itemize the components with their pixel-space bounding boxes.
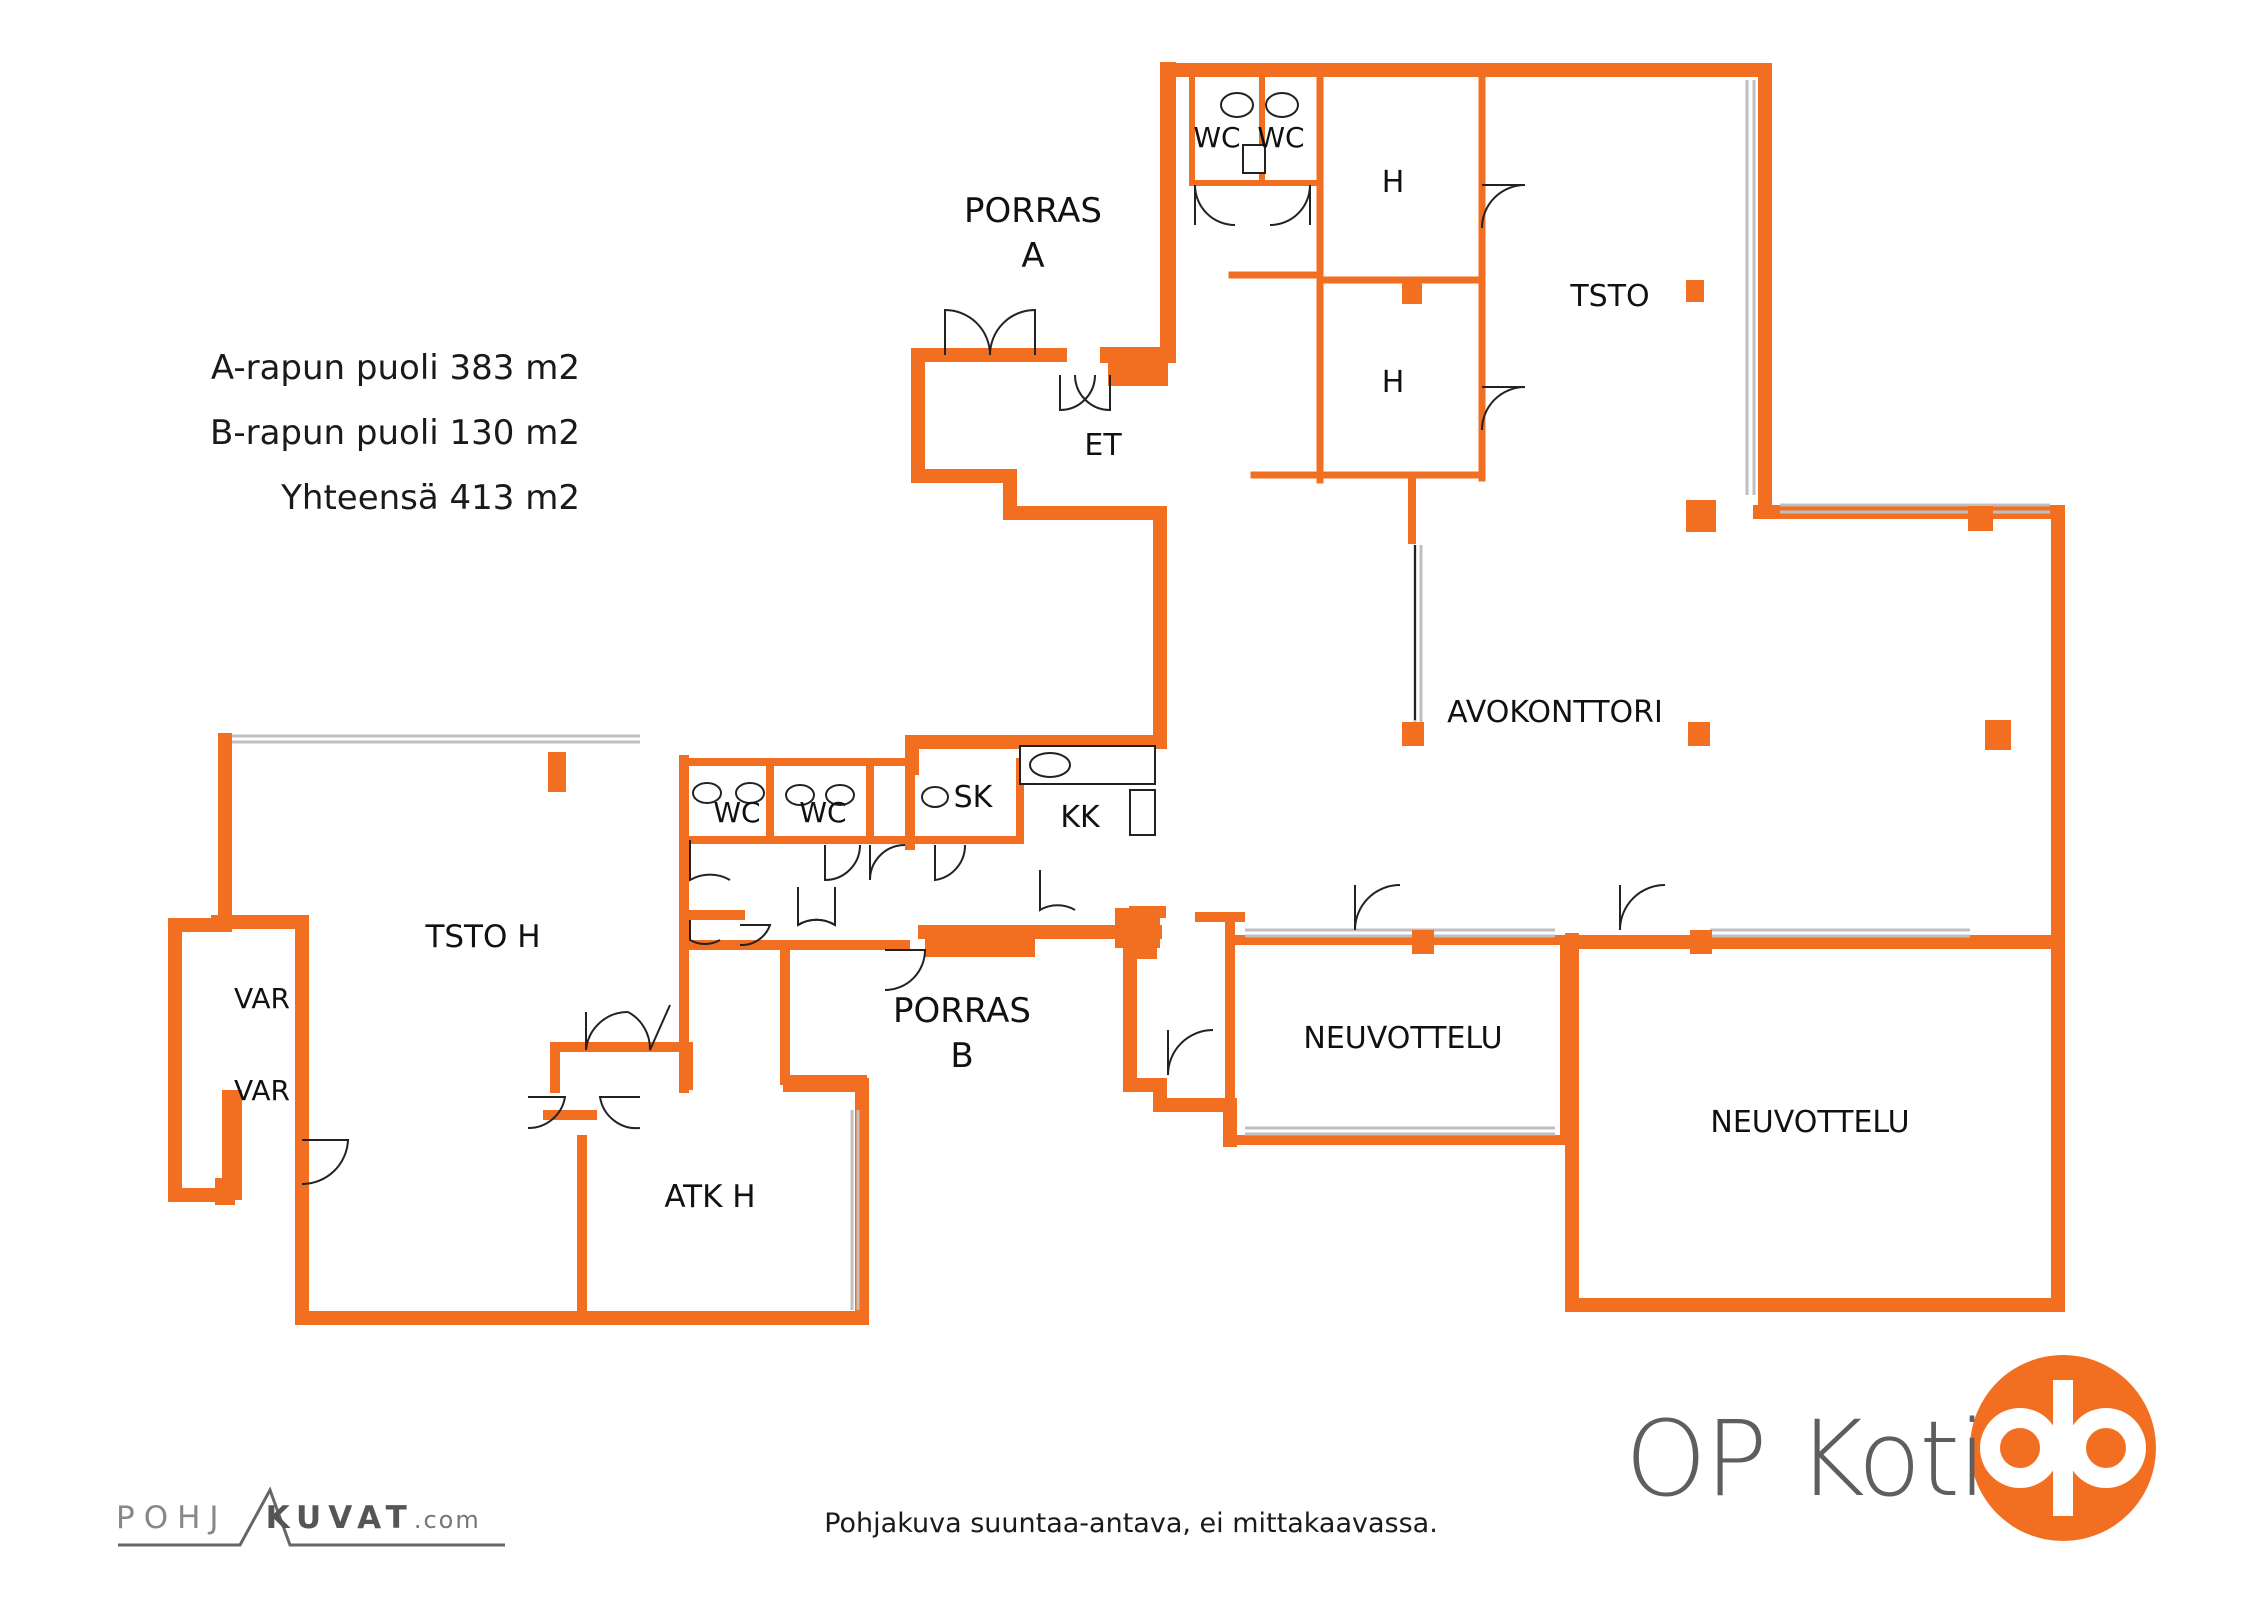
area-b-side: B-rapun puoli 130 m2 bbox=[210, 413, 580, 453]
label-neuvottelu-2: NEUVOTTELU bbox=[1710, 1105, 1909, 1140]
label-avokonttori: AVOKONTTORI bbox=[1447, 695, 1663, 730]
brand-op-koti: OP Koti bbox=[1625, 1398, 1987, 1520]
label-porras-b-1: PORRAS bbox=[893, 991, 1031, 1031]
label-atk-h: ATK H bbox=[664, 1179, 755, 1215]
label-et: ET bbox=[1084, 428, 1122, 463]
doors bbox=[301, 184, 1666, 1186]
op-logo-icon bbox=[1970, 1355, 2156, 1541]
room-labels: PORRAS A ET WC WC H H TSTO AVOKONTTORI W… bbox=[234, 121, 1910, 1215]
label-h1: H bbox=[1382, 165, 1405, 200]
label-porras-b-2: B bbox=[950, 1036, 973, 1076]
pohjakuvat-logo-icon bbox=[118, 1486, 505, 1547]
area-total: Yhteensä 413 m2 bbox=[281, 478, 580, 518]
label-var1: VAR bbox=[234, 982, 290, 1015]
label-h2: H bbox=[1382, 365, 1405, 400]
label-sk: SK bbox=[954, 780, 994, 815]
label-porras-a-2: A bbox=[1021, 236, 1044, 276]
pohjakuvat-logo: POHJ KUVAT.com bbox=[116, 1500, 481, 1536]
label-var2: VAR bbox=[234, 1074, 290, 1107]
fixtures bbox=[692, 92, 1299, 836]
label-kk: KK bbox=[1060, 800, 1101, 835]
label-wc-a2: WC bbox=[1257, 121, 1304, 154]
pohjakuvat-part-c: .com bbox=[413, 1506, 481, 1534]
label-tsto-h: TSTO H bbox=[424, 919, 540, 955]
label-wc-b1: WC bbox=[713, 796, 760, 829]
disclaimer-note: Pohjakuva suuntaa-antava, ei mittakaavas… bbox=[824, 1508, 1438, 1539]
label-porras-a-1: PORRAS bbox=[964, 191, 1102, 231]
label-tsto: TSTO bbox=[1569, 279, 1649, 314]
label-neuvottelu-1: NEUVOTTELU bbox=[1303, 1021, 1502, 1056]
windows bbox=[232, 80, 2050, 1310]
label-wc-a1: WC bbox=[1193, 121, 1240, 154]
label-wc-b2: WC bbox=[799, 796, 846, 829]
pohjakuvat-part-a: POHJ bbox=[116, 1500, 228, 1536]
pillars bbox=[548, 280, 2011, 957]
pohjakuvat-part-b: KUVAT bbox=[265, 1500, 414, 1536]
area-a-side: A-rapun puoli 383 m2 bbox=[210, 348, 580, 388]
